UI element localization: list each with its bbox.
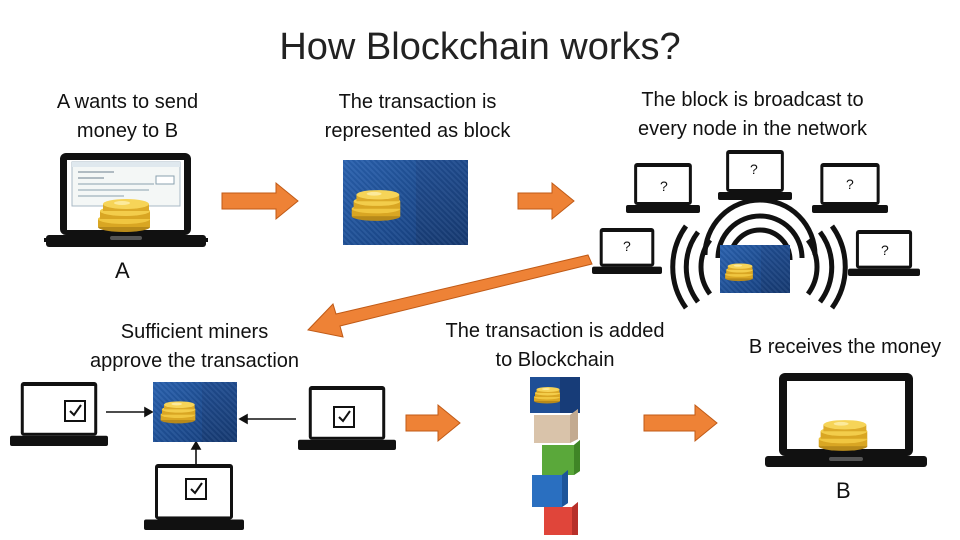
wireless-signal-icon [670,197,848,310]
checkbox-icon [333,406,355,428]
label-a: A [115,258,130,283]
laptop-icon [626,163,700,213]
page-title: How Blockchain works? [279,26,681,68]
node-status-unknown: ? [623,238,631,254]
caption-added: The transaction is added to Blockchain [445,320,665,371]
checkbox-icon [185,478,207,500]
arrow-right-3 [405,403,461,443]
blockchain-cube-icon [544,502,578,535]
node-status-unknown: ? [750,161,758,177]
node-status-unknown: ? [660,178,668,194]
coin-stack-icon [725,263,753,282]
caption-receiver: B receives the money [748,336,942,358]
caption-miners: Sufficient miners approve the transactio… [89,321,300,372]
caption-broadcast: The block is broadcast to every node in … [637,89,868,140]
blockchain-cube-icon [532,470,568,507]
laptop-icon [10,382,108,446]
laptop-icon [44,153,208,247]
arrow-right-4 [643,403,718,443]
arrow-right-2 [517,181,575,221]
check-document-icon [71,161,181,207]
laptop-icon [592,228,662,274]
arrow-right-1 [221,181,299,221]
label-b: B [836,478,851,503]
coin-stack-icon [818,420,868,451]
blockchain-cube-icon [534,409,578,443]
laptop-icon [812,163,888,213]
laptop-icon [718,150,792,200]
node-status-unknown: ? [881,242,889,258]
arrow-diagonal [307,254,593,338]
coin-stack-icon [534,387,560,404]
blockchain-cube-icon [542,440,580,475]
coin-stack-icon [160,401,196,424]
checkbox-icon [64,400,86,422]
node-status-unknown: ? [846,176,854,192]
coin-stack-icon [351,190,401,221]
laptop-icon [848,230,920,276]
caption-sender: A wants to send money to B [56,91,199,142]
caption-block: The transaction is represented as block [324,91,511,142]
coin-stack-icon [98,199,150,232]
laptop-icon [765,373,927,467]
